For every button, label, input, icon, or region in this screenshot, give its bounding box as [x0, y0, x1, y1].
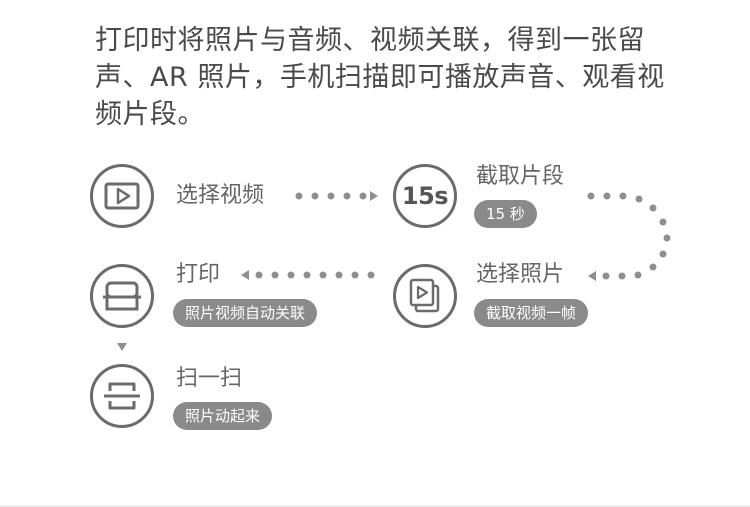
print-label: 打印 — [176, 262, 221, 287]
clip-label: 截取片段 — [476, 164, 565, 189]
select-video-label: 选择视频 — [176, 183, 265, 208]
select-video-step-icon — [90, 164, 154, 228]
intro-text: 打印时将照片与音频、视频关联，得到一张留声、AR 照片，手机扫描即可播放声音、观… — [95, 25, 665, 130]
printer-icon — [103, 281, 141, 311]
scan-badge: 照片动起来 — [173, 402, 273, 430]
select-photo-step-icon — [393, 264, 457, 328]
clip-badge: 15 秒 — [474, 200, 537, 228]
scan-icon — [104, 382, 140, 410]
print-step-icon — [90, 264, 154, 328]
photo-play-icon — [409, 278, 440, 313]
select-photo-label: 选择照片 — [476, 262, 565, 287]
clip-step-icon: 15s — [393, 164, 457, 228]
scan-step-icon — [90, 364, 154, 428]
scan-label: 扫一扫 — [176, 366, 243, 391]
bottom-divider — [0, 505, 750, 507]
print-badge: 照片视频自动关联 — [173, 299, 318, 327]
video-play-icon — [104, 182, 140, 210]
select-photo-badge: 截取视频一帧 — [474, 299, 589, 327]
clip-duration-text: 15s — [401, 182, 449, 210]
